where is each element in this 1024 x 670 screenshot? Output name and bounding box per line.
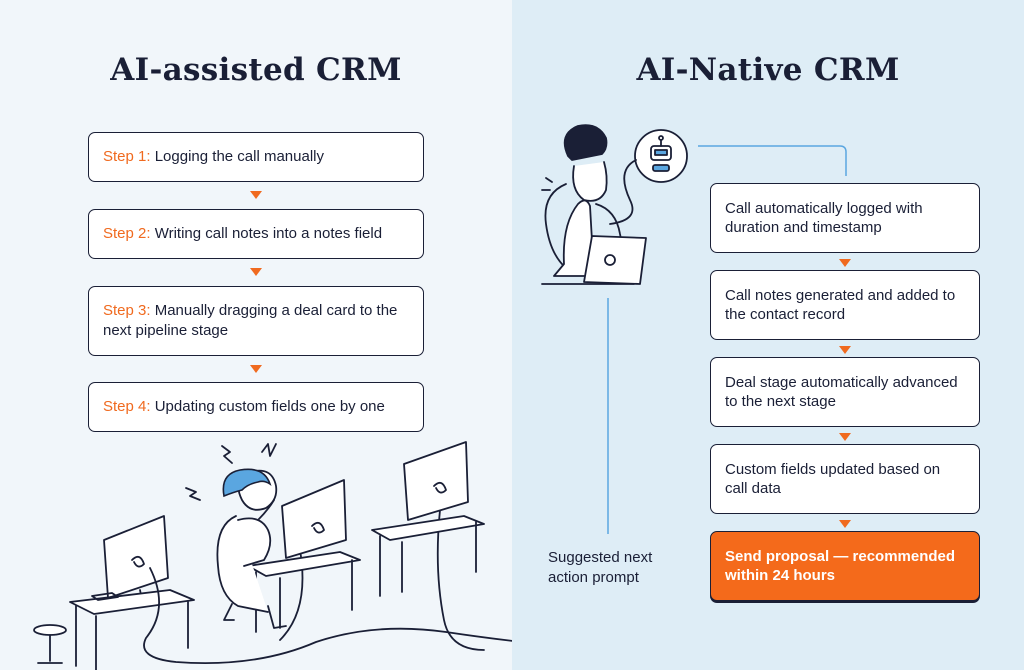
step-3-box: Step 3: Manually dragging a deal card to… [88,286,424,356]
ai-native-title: AI-Native CRM [636,52,900,88]
arrow-down-icon [250,191,262,199]
arrow-down-icon [839,520,851,528]
step-4-box: Step 4: Updating custom fields one by on… [88,382,424,432]
step-3-label: Step 3: [103,302,151,319]
arrow-down-icon [250,268,262,276]
step-1-text: Logging the call manually [154,148,324,165]
outcome-card-4: Custom fields updated based on call data [710,444,980,514]
suggested-action-text: Send proposal — recommended within 24 ho… [725,547,956,585]
ai-native-panel: AI-Native CRM Call automatically l [512,0,1024,670]
step-3-text: Manually dragging a deal card to the nex… [103,302,398,339]
ai-assisted-title: AI-assisted CRM [110,52,402,88]
outcome-card-4-text: Custom fields updated based on call data [725,460,941,498]
outcome-card-1: Call automatically logged with duration … [710,183,980,253]
step-2-text: Writing call notes into a notes field [154,225,383,242]
arrow-down-icon [839,433,851,441]
step-2-box: Step 2: Writing call notes into a notes … [88,209,424,259]
step-2-label: Step 2: [103,225,151,242]
outcome-card-3-text: Deal stage automatically advanced to the… [725,373,958,411]
arrow-down-icon [250,365,262,373]
ai-assisted-panel: AI-assisted CRM Step 1: Logging the call… [0,0,512,670]
ai-assistant-illustration [541,124,847,534]
suggested-action-card: Send proposal — recommended within 24 ho… [710,531,980,601]
outcome-card-3: Deal stage automatically advanced to the… [710,357,980,427]
connector-line [698,145,847,176]
outcome-card-2-text: Call notes generated and added to the co… [725,286,956,324]
step-4-label: Step 4: [103,398,151,415]
step-1-box: Step 1: Logging the call manually [88,132,424,182]
arrow-down-icon [839,346,851,354]
outcome-card-2: Call notes generated and added to the co… [710,270,980,340]
step-4-text: Updating custom fields one by one [154,398,385,415]
outcome-card-1-text: Call automatically logged with duration … [725,199,923,237]
step-1-label: Step 1: [103,148,151,165]
frustrated-worker-illustration [33,441,512,670]
suggested-action-label: Suggested next action prompt [548,549,653,586]
arrow-down-icon [839,259,851,267]
